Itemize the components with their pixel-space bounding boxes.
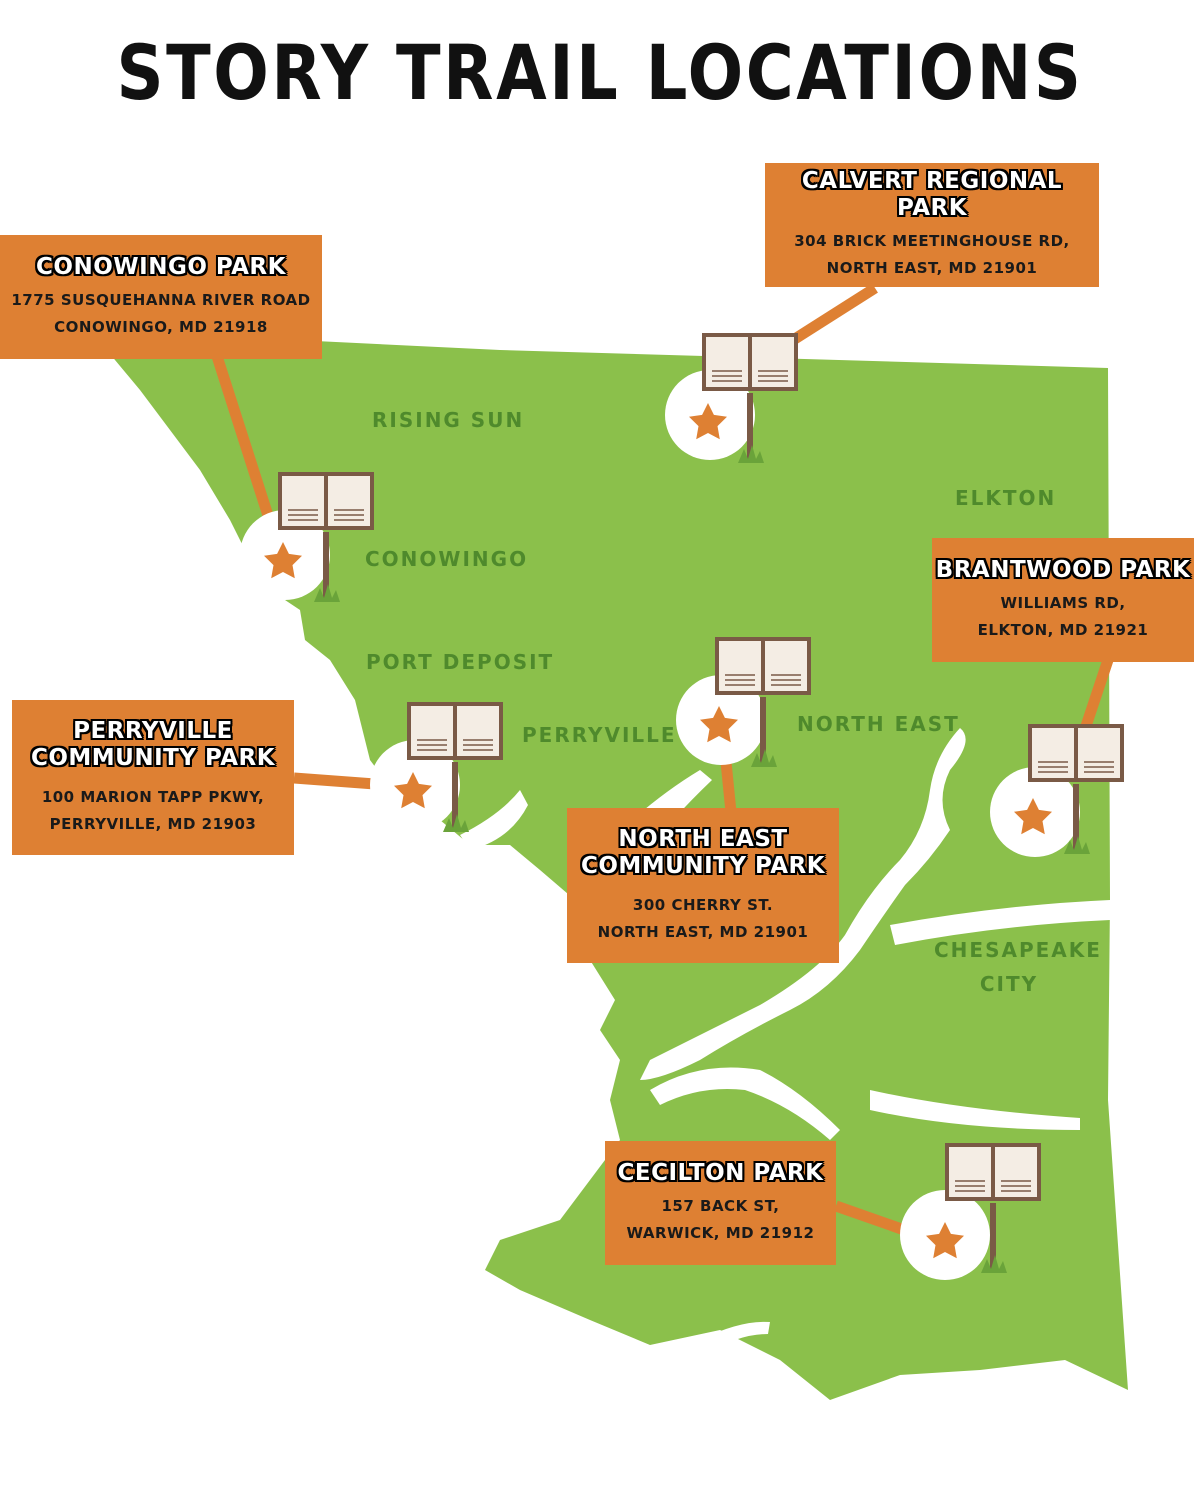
town-label-conowingo: CONOWINGO [365,547,529,571]
marker-calvert[interactable] [665,332,799,464]
connector-north-east [720,761,737,813]
location-box-calvert-regional-park[interactable]: CALVERT REGIONAL PARK 304 BRICK MEETINGH… [765,163,1099,287]
connector-calvert [787,283,878,347]
connector-cecilton [834,1200,912,1238]
town-label-north-east: NORTH EAST [797,712,960,736]
page-title: STORY TRAIL LOCATIONS [116,28,1084,117]
marker-north-east[interactable] [676,636,812,768]
marker-conowingo[interactable] [240,471,375,603]
marker-cecilton[interactable] [900,1142,1042,1280]
location-box-cecilton-park[interactable]: CECILTON PARK 157 BACK ST, WARWICK, MD 2… [605,1141,836,1265]
connector-conowingo [209,348,278,530]
town-label-perryville: PERRYVILLE [522,723,677,747]
marker-brantwood[interactable] [990,723,1125,857]
town-label-elkton: ELKTON [955,486,1057,510]
location-box-north-east-community-park[interactable]: NORTH EAST COMMUNITY PARK 300 CHERRY ST.… [567,808,839,963]
town-label-chesapeake-city: CHESAPEAKE CITY [934,938,1102,996]
town-label-rising-sun: RISING SUN [372,408,525,432]
marker-perryville[interactable] [370,701,504,833]
location-box-perryville-community-park[interactable]: PERRYVILLE COMMUNITY PARK 100 MARION TAP… [12,700,294,855]
location-box-conowingo-park[interactable]: CONOWINGO PARK 1775 SUSQUEHANNA RIVER RO… [0,235,322,359]
connector-perryville [293,772,376,790]
town-label-port-deposit: PORT DEPOSIT [366,650,555,674]
location-box-brantwood-park[interactable]: BRANTWOOD PARK WILLIAMS RD, ELKTON, MD 2… [932,538,1194,662]
